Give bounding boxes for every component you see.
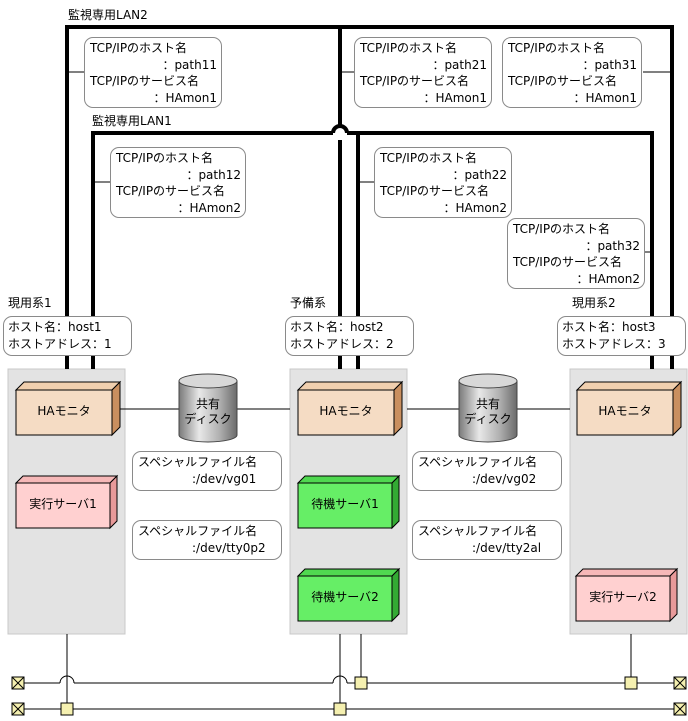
host-address: ホストアドレス：1 [8, 337, 112, 351]
host-name-label: TCP/IPのホスト名 [90, 41, 188, 55]
callout-path11: TCP/IPのホスト名 ：path11 TCP/IPのサービス名 ：HAmon1 [84, 37, 222, 108]
host-name: ホスト名：host1 [8, 320, 102, 334]
host-name-label: TCP/IPのホスト名 [513, 222, 611, 236]
host-name-value: ：path21 [432, 57, 487, 72]
host-name-label: TCP/IPのホスト名 [508, 41, 606, 55]
host-name: ホスト名：host3 [562, 320, 656, 334]
exec-server-2-label: 実行サーバ2 [589, 590, 657, 604]
host-name-label: TCP/IPのホスト名 [116, 151, 214, 165]
disk-line2: ディスク [464, 412, 512, 426]
service-name-value: ：HAmon2 [177, 200, 241, 215]
service-name-value: ：HAmon1 [573, 90, 637, 105]
lan1-label: 監視専用LAN1 [92, 114, 172, 128]
host-name-value: ：path11 [162, 57, 217, 72]
service-name-label: TCP/IPのサービス名 [360, 74, 470, 88]
shared-disk-1 [178, 373, 238, 443]
special-file-value: :/dev/vg02 [472, 472, 537, 486]
disk-line2: ディスク [184, 412, 232, 426]
host-name-value: ：path32 [585, 238, 640, 253]
lan2-label: 監視専用LAN2 [68, 8, 148, 22]
exec-server-1-cube [14, 474, 119, 530]
standby-server-1-cube [296, 474, 401, 530]
hamonitor-cube-1 [14, 380, 122, 437]
service-name-value: ：HAmon2 [576, 271, 640, 286]
service-name-label: TCP/IPのサービス名 [380, 184, 490, 198]
service-name-value: ：HAmon2 [443, 200, 507, 215]
standby-server-2-label: 待機サーバ2 [311, 590, 379, 604]
special-file-vg01: スペシャルファイル名 :/dev/vg01 [132, 451, 282, 491]
bus-connectors [60, 676, 638, 716]
service-name-value: ：HAmon1 [423, 90, 487, 105]
callout-path12: TCP/IPのホスト名 ：path12 TCP/IPのサービス名 ：HAmon2 [110, 147, 246, 218]
callout-path21: TCP/IPのホスト名 ：path21 TCP/IPのサービス名 ：HAmon1 [354, 37, 492, 108]
standby-server-2-cube [296, 567, 401, 623]
hamonitor-label-3: HAモニタ [598, 404, 652, 418]
host-name-label: TCP/IPのホスト名 [380, 151, 478, 165]
shared-disk-1-label: 共有 ディスク [178, 397, 238, 427]
bus-terminators [11, 676, 687, 716]
bottom-buses [24, 634, 674, 710]
service-name-value: ：HAmon1 [153, 90, 217, 105]
host-name: ホスト名：host2 [290, 320, 384, 334]
callout-connectors [67, 71, 672, 253]
special-file-vg02: スペシャルファイル名 :/dev/vg02 [412, 451, 562, 491]
hostbox-active1: ホスト名：host1 ホストアドレス：1 [3, 316, 132, 356]
host-name-label: TCP/IPのホスト名 [360, 41, 458, 55]
system-title-active1: 現用系1 [8, 296, 52, 310]
special-file-value: :/dev/tty0p2 [192, 541, 266, 555]
host-name-value: ：path12 [186, 167, 241, 182]
standby-server-1-label: 待機サーバ1 [311, 497, 379, 511]
special-file-tty2al: スペシャルファイル名 :/dev/tty2al [412, 520, 562, 560]
hamonitor-label-2: HAモニタ [319, 404, 373, 418]
hostbox-standby: ホスト名：host2 ホストアドレス：2 [285, 316, 414, 356]
service-name-label: TCP/IPのサービス名 [90, 74, 200, 88]
special-file-label: スペシャルファイル名 [138, 455, 258, 469]
service-name-label: TCP/IPのサービス名 [508, 74, 618, 88]
callout-path31: TCP/IPのホスト名 ：path31 TCP/IPのサービス名 ：HAmon1 [502, 37, 642, 108]
callout-path22: TCP/IPのホスト名 ：path22 TCP/IPのサービス名 ：HAmon2 [374, 147, 512, 218]
service-name-label: TCP/IPのサービス名 [513, 255, 623, 269]
service-name-label: TCP/IPのサービス名 [116, 184, 226, 198]
special-file-label: スペシャルファイル名 [418, 524, 538, 538]
special-file-tty0p2: スペシャルファイル名 :/dev/tty0p2 [132, 520, 282, 560]
system-title-active2: 現用系2 [572, 296, 616, 310]
hostbox-active2: ホスト名：host3 ホストアドレス：3 [557, 316, 686, 356]
exec-server-2-cube [574, 567, 679, 623]
special-file-value: :/dev/vg01 [192, 472, 257, 486]
disk-line1: 共有 [195, 397, 220, 411]
host-address: ホストアドレス：3 [562, 337, 666, 351]
hamonitor-cube-3 [575, 380, 683, 437]
exec-server-1-label: 実行サーバ1 [29, 497, 97, 511]
shared-disk-2-label: 共有 ディスク [458, 397, 518, 427]
hamonitor-cube-2 [296, 380, 404, 437]
disk-line1: 共有 [475, 397, 500, 411]
special-file-label: スペシャルファイル名 [138, 524, 258, 538]
host-address: ホストアドレス：2 [290, 337, 394, 351]
system-title-standby: 予備系 [290, 296, 327, 310]
special-file-value: :/dev/tty2al [472, 541, 542, 555]
shared-disk-2 [458, 373, 518, 443]
hamonitor-label-1: HAモニタ [37, 404, 91, 418]
callout-path32: TCP/IPのホスト名 ：path32 TCP/IPのサービス名 ：HAmon2 [507, 218, 645, 289]
special-file-label: スペシャルファイル名 [418, 455, 538, 469]
host-name-value: ：path22 [452, 167, 507, 182]
host-name-value: ：path31 [582, 57, 637, 72]
